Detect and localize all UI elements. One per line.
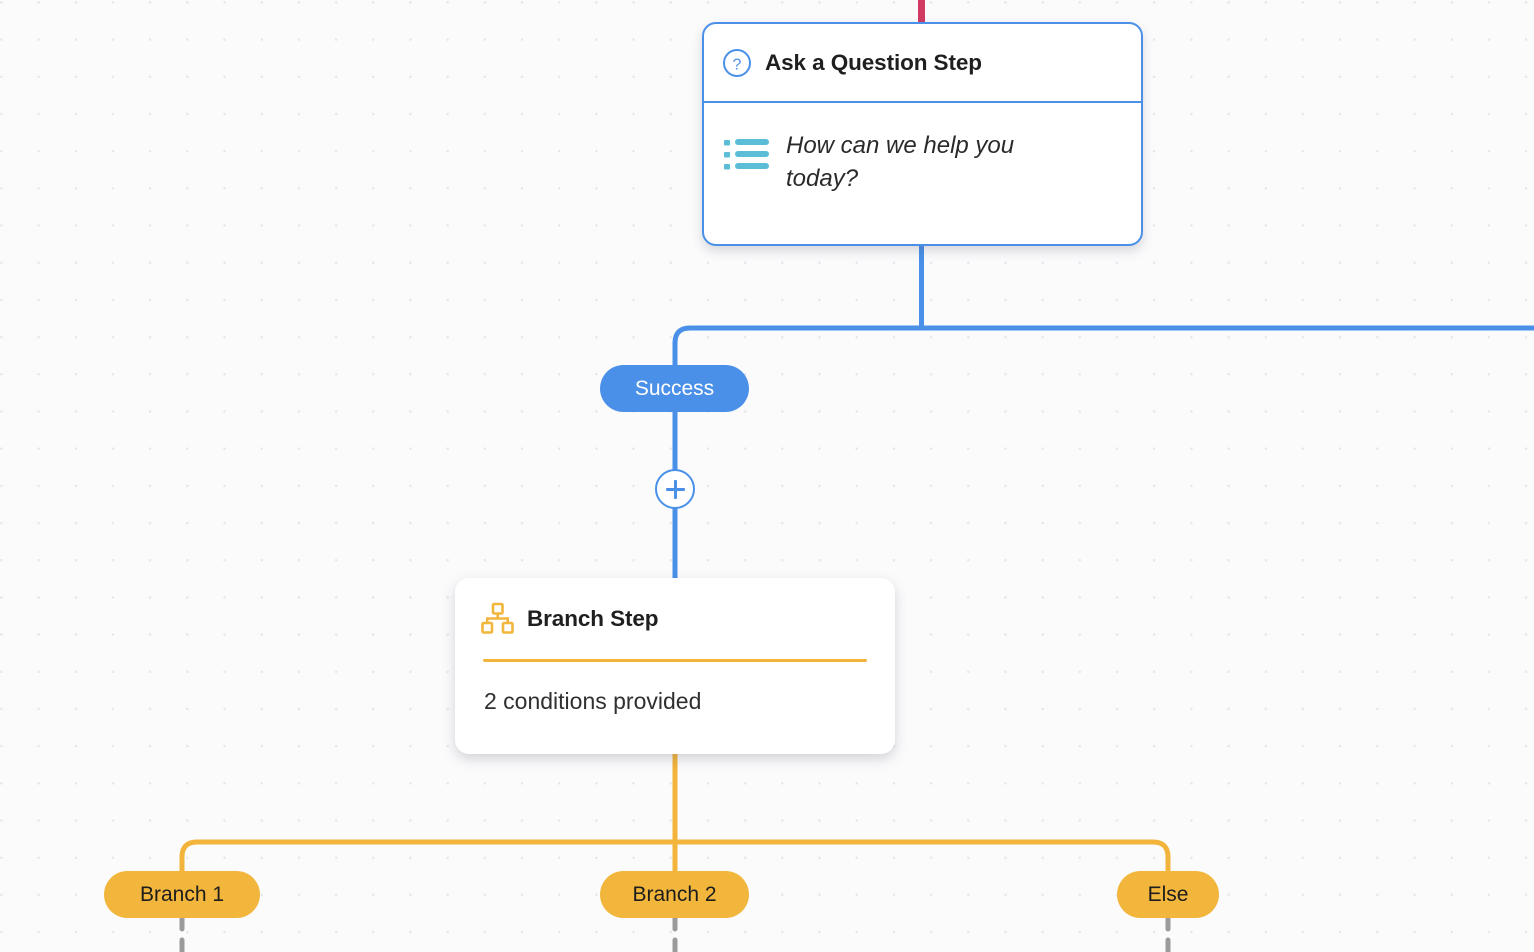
edge-label-success[interactable]: Success	[600, 365, 749, 412]
edge-branch-1	[179, 839, 675, 871]
edge-branch-else	[675, 839, 1171, 871]
hierarchy-icon	[481, 602, 514, 635]
question-card-text: How can we help you today?	[786, 132, 1015, 193]
branch-card-subtitle: 2 conditions provided	[484, 688, 702, 714]
edge-label-branch-1[interactable]: Branch 1	[104, 871, 260, 918]
node-ask-a-question-step[interactable]: ? Ask a Question Step How can we help yo…	[702, 22, 1143, 246]
branch-card-title: Branch Step	[527, 605, 659, 631]
svg-text:?: ?	[733, 56, 742, 73]
question-card-body: How can we help you today?	[704, 103, 1141, 195]
edge-label-branch-2-text: Branch 2	[632, 882, 717, 906]
list-icon	[724, 138, 769, 172]
branch-card-divider	[483, 659, 867, 662]
question-card-header: ? Ask a Question Step	[704, 24, 1141, 103]
edge-label-else[interactable]: Else	[1117, 871, 1219, 918]
plus-icon-vertical	[673, 479, 677, 499]
edge-success-rail	[672, 325, 1534, 365]
question-circle-icon: ?	[722, 48, 752, 78]
add-step-button[interactable]	[655, 469, 695, 509]
edge-label-branch-1-text: Branch 1	[139, 882, 225, 906]
node-branch-step[interactable]: Branch Step 2 conditions provided	[455, 578, 895, 754]
edge-label-branch-2[interactable]: Branch 2	[600, 871, 749, 918]
branch-card-header: Branch Step	[455, 578, 895, 659]
branch-card-body: 2 conditions provided	[455, 662, 895, 715]
question-card-title: Ask a Question Step	[765, 49, 982, 75]
edge-label-success-text: Success	[634, 376, 715, 400]
edge-label-else-text: Else	[1147, 882, 1189, 906]
